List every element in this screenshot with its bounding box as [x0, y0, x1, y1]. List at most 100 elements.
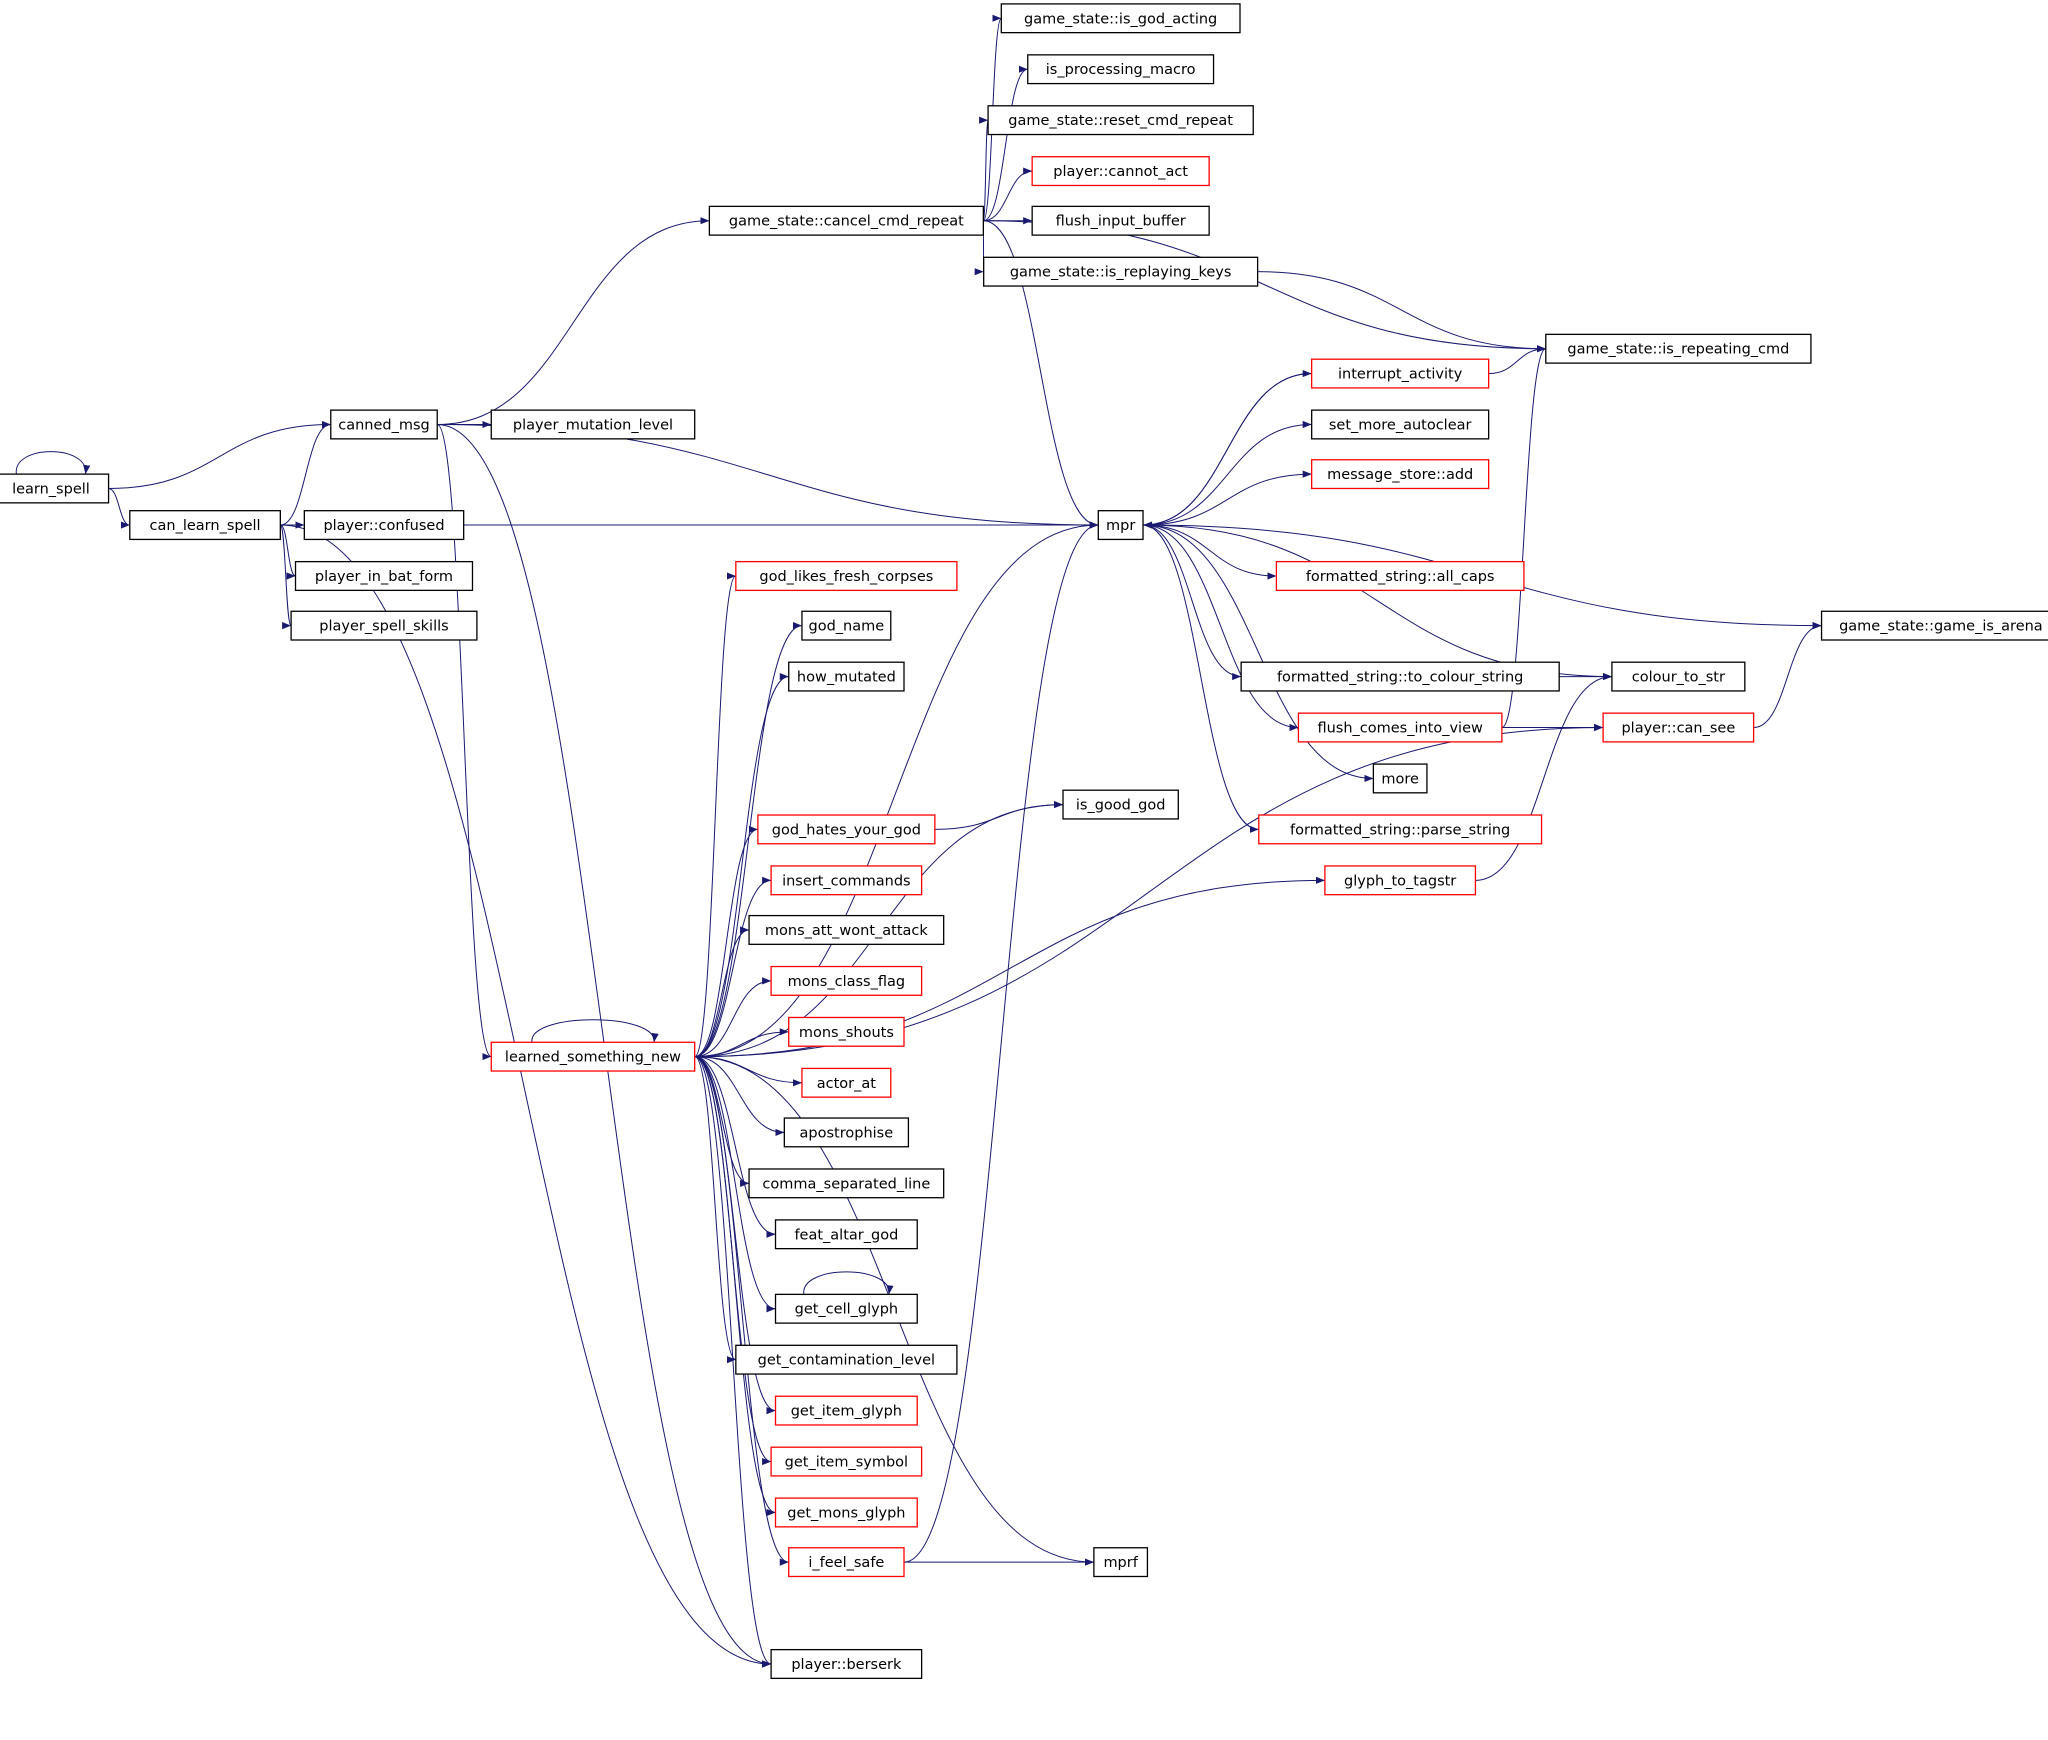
edge-learned-something-new-to-mpr — [694, 521, 1099, 1058]
edge-canned-msg-to-cancel-cmd-repeat — [437, 217, 710, 425]
node-comma-separated-line: comma_separated_line — [748, 1168, 945, 1199]
node-box — [290, 610, 478, 641]
node-reset-cmd-repeat: game_state::reset_cmd_repeat — [987, 105, 1254, 136]
node-label: more — [1381, 771, 1419, 787]
node-box — [983, 256, 1259, 287]
node-is-repeating-cmd: game_state::is_repeating_cmd — [1545, 333, 1812, 364]
edge-get-cell-glyph-to-get-cell-glyph — [803, 1271, 894, 1295]
node-box — [1062, 789, 1179, 820]
node-get-cell-glyph: get_cell_glyph — [774, 1293, 918, 1324]
node-mons-class-flag: mons_class_flag — [770, 965, 923, 996]
node-canned-msg: canned_msg — [330, 409, 438, 440]
node-box — [1000, 3, 1241, 34]
node-box — [1027, 54, 1215, 85]
edge-learned-something-new-to-i-feel-safe — [694, 1056, 789, 1566]
edge-learned-something-new-to-player-berserk — [694, 1056, 772, 1668]
node-player-can-see: player::can_see — [1602, 712, 1755, 743]
node-player-mutation-level: player_mutation_level — [490, 409, 696, 440]
node-label: learn_spell — [12, 481, 90, 497]
node-insert-commands: insert_commands — [770, 865, 923, 896]
node-to-colour-string: formatted_string::to_colour_string — [1240, 661, 1560, 692]
node-label: mons_class_flag — [788, 974, 905, 990]
node-box — [1311, 459, 1490, 490]
node-box — [294, 560, 474, 592]
node-label: mons_shouts — [799, 1025, 894, 1041]
node-colour-to-str: colour_to_str — [1611, 661, 1746, 692]
node-label: player_in_bat_form — [315, 569, 453, 585]
node-mons-att-wont-attack: mons_att_wont_attack — [748, 914, 945, 945]
node-label: game_state::is_god_acting — [1024, 11, 1217, 27]
node-player-cannot-act: player::cannot_act — [1031, 156, 1210, 187]
node-label: game_state::is_repeating_cmd — [1567, 342, 1789, 358]
node-get-mons-glyph: get_mons_glyph — [774, 1497, 918, 1528]
node-label: mprf — [1103, 1555, 1138, 1571]
node-learned-something-new: learned_something_new — [490, 1041, 696, 1072]
node-flush-input-buffer: flush_input_buffer — [1031, 205, 1210, 236]
edge-can-learn-spell-to-player-spell-skills — [279, 524, 292, 630]
edge-i-feel-safe-to-mpr — [903, 521, 1099, 1563]
edge-mpr-to-set-more-autoclear — [1143, 420, 1312, 526]
node-label: feat_altar_god — [794, 1227, 898, 1243]
node-box — [987, 105, 1254, 136]
edge-learn-spell-to-can-learn-spell — [108, 487, 130, 529]
node-can-learn-spell: can_learn_spell — [129, 510, 281, 541]
edge-learned-something-new-to-feat-altar-god — [694, 1056, 776, 1238]
node-box — [1545, 333, 1812, 364]
node-label: flush_input_buffer — [1056, 214, 1186, 230]
node-label: formatted_string::to_colour_string — [1277, 670, 1523, 686]
node-box — [735, 560, 958, 592]
edge-mpr-to-message-store-add — [1143, 470, 1312, 526]
node-label: message_store::add — [1327, 467, 1473, 483]
node-label: mons_att_wont_attack — [765, 923, 928, 939]
edge-learned-something-new-to-get-contamination-level — [694, 1056, 737, 1364]
edge-learned-something-new-to-mons-shouts — [694, 1028, 789, 1058]
node-box — [1820, 610, 2048, 641]
node-box — [748, 1168, 945, 1199]
node-box — [788, 1547, 905, 1578]
node-get-item-symbol: get_item_symbol — [770, 1446, 923, 1477]
node-box — [0, 473, 110, 504]
edge-learned-something-new-to-apostrophise — [694, 1056, 785, 1136]
node-set-more-autoclear: set_more_autoclear — [1311, 409, 1490, 440]
node-box — [770, 965, 923, 996]
node-game-is-arena: game_state::game_is_arena — [1820, 610, 2048, 641]
node-player-spell-skills: player_spell_skills — [290, 610, 478, 641]
edge-cancel-cmd-repeat-to-reset-cmd-repeat — [978, 116, 989, 222]
edge-learned-something-new-to-get-mons-glyph — [694, 1056, 776, 1516]
edge-can-learn-spell-to-canned-msg — [280, 420, 331, 526]
edge-learned-something-new-to-learned-something-new — [531, 1019, 659, 1043]
node-box — [1031, 205, 1210, 236]
node-label: is_processing_macro — [1046, 62, 1196, 78]
edge-learned-something-new-to-get-cell-glyph — [694, 1056, 776, 1313]
node-i-feel-safe: i_feel_safe — [788, 1547, 905, 1578]
node-interrupt-activity: interrupt_activity — [1311, 358, 1490, 389]
node-box — [735, 1344, 958, 1375]
node-god-name: god_name — [801, 610, 892, 641]
node-box — [1311, 358, 1490, 389]
node-label: formatted_string::parse_string — [1290, 822, 1510, 838]
node-box — [770, 1446, 923, 1477]
node-box — [708, 205, 984, 236]
node-label: god_hates_your_god — [772, 822, 921, 838]
node-box — [303, 510, 465, 541]
node-label: insert_commands — [782, 873, 911, 889]
node-box — [330, 409, 438, 440]
node-box — [490, 409, 696, 440]
node-parse-string: formatted_string::parse_string — [1258, 814, 1543, 845]
node-label: god_likes_fresh_corpses — [759, 569, 933, 585]
node-get-item-glyph: get_item_glyph — [774, 1395, 918, 1426]
edge-learned-something-new-to-mons-att-wont-attack — [694, 926, 750, 1058]
node-label: how_mutated — [797, 670, 896, 686]
edge-mpr-to-all-caps — [1143, 524, 1277, 580]
edge-cancel-cmd-repeat-to-mpr — [983, 220, 1099, 529]
node-box — [801, 610, 892, 641]
node-label: actor_at — [817, 1076, 877, 1092]
edge-interrupt-activity-to-mpr — [1143, 373, 1312, 529]
node-label: formatted_string::all_caps — [1306, 569, 1495, 585]
edge-flush-comes-into-view-to-is-repeating-cmd — [1501, 345, 1547, 729]
edge-mpr-to-to-colour-string — [1143, 524, 1242, 681]
edge-canned-msg-to-mpr — [437, 423, 1099, 529]
node-label: set_more_autoclear — [1329, 417, 1472, 433]
